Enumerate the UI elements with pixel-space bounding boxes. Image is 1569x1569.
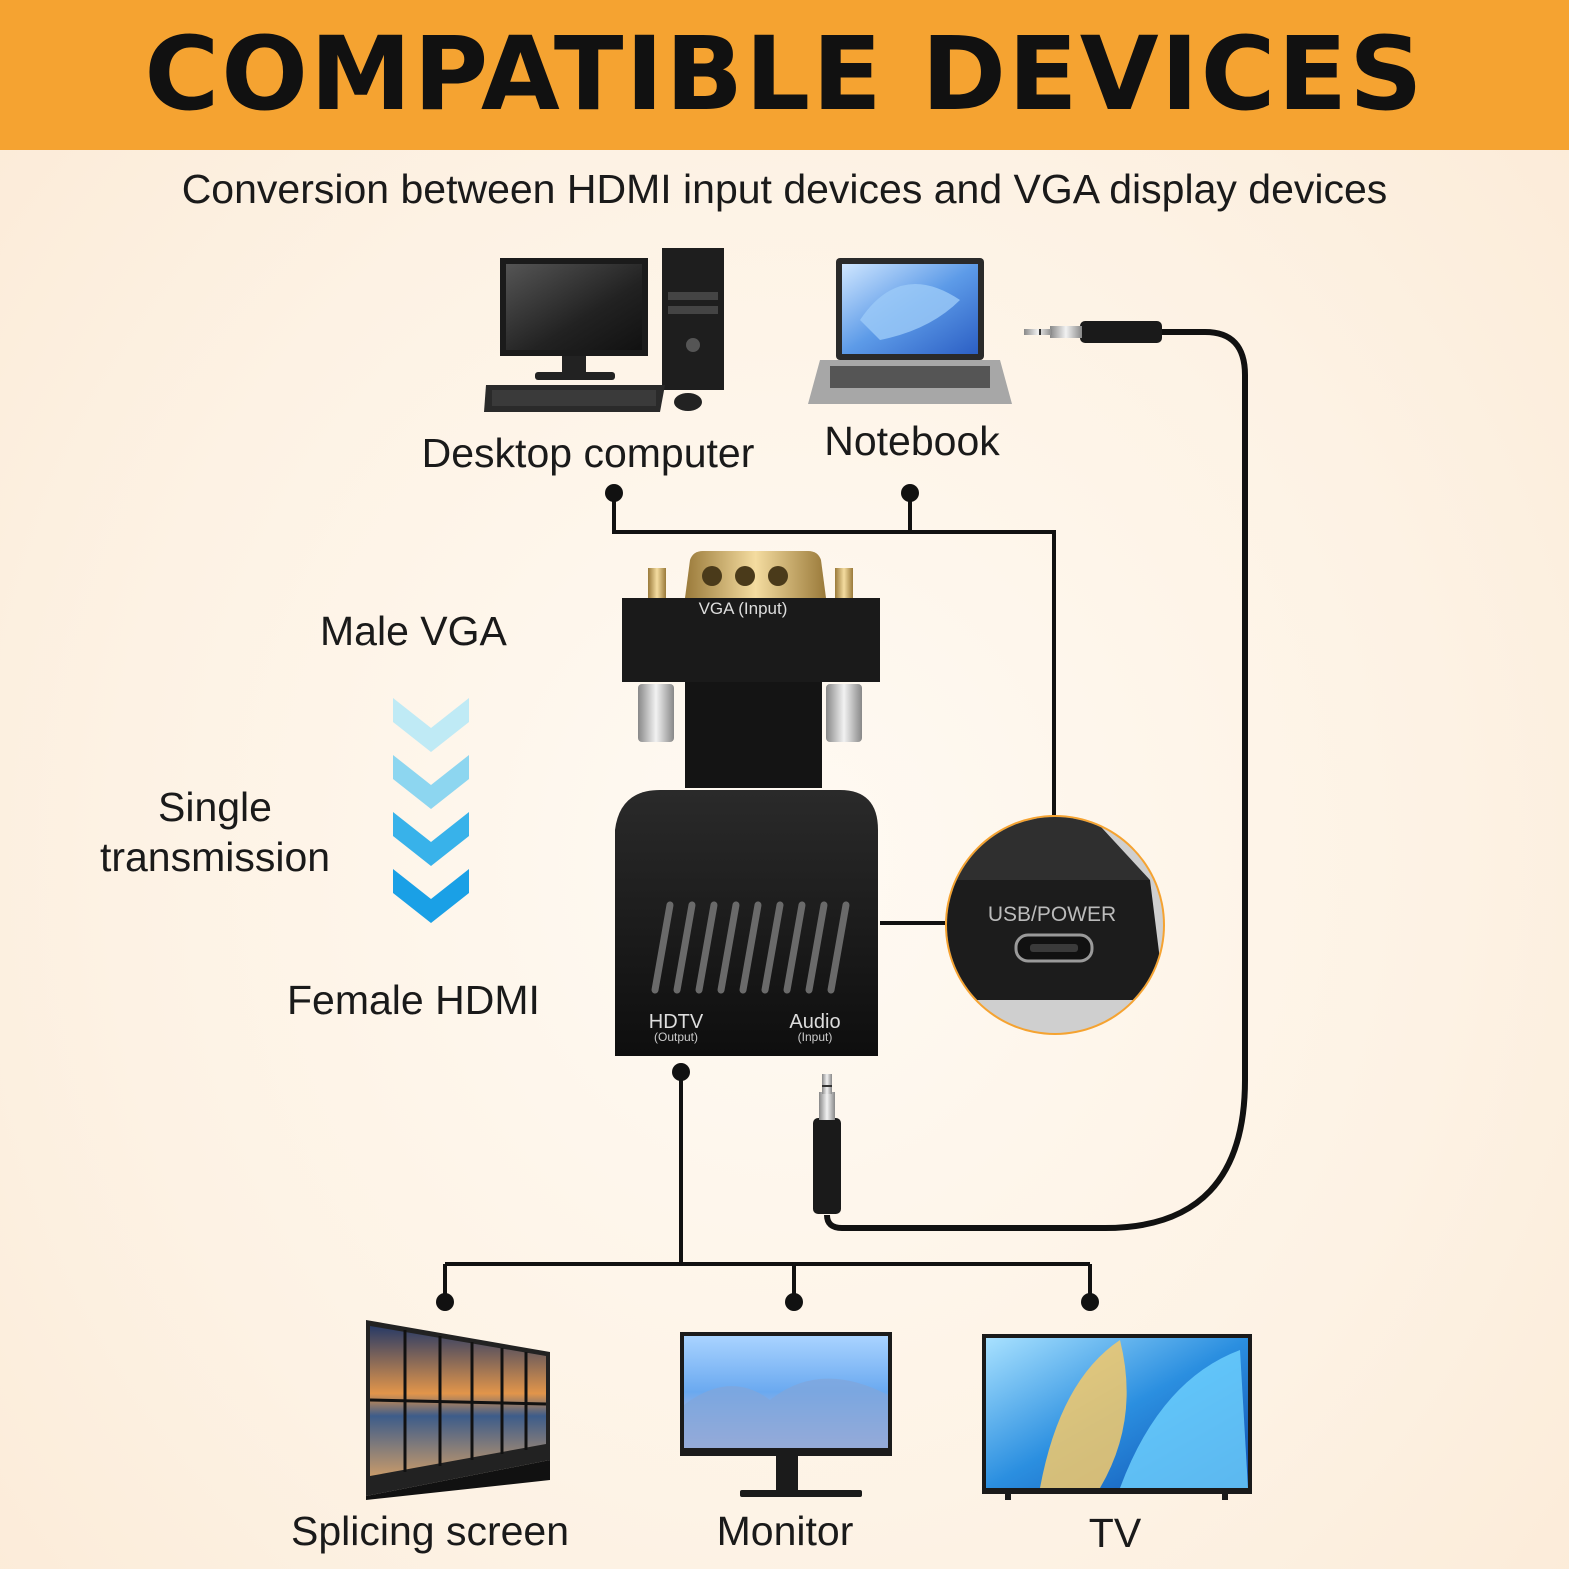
single-transmission-arrows [393,698,469,923]
single-transmission-line2: transmission [99,834,331,880]
female-hdmi-label: Female HDMI [287,977,540,1023]
tv-icon [982,1334,1252,1500]
single-transmission-line1: Single [158,784,272,830]
output-connector-lines [443,1072,1092,1302]
chevron-down-icon [393,812,469,866]
chevron-down-icon [393,755,469,809]
vga-port-label: VGA (Input) [699,599,788,618]
monitor-icon [680,1332,892,1497]
usb-power-callout: USB/POWER [945,815,1165,1035]
notebook-label: Notebook [824,418,1000,464]
tv-label: TV [1088,1510,1142,1556]
splicing-screen-icon [366,1320,550,1500]
chevron-down-icon [393,698,469,752]
monitor-label: Monitor [716,1508,854,1554]
audio-sub-label: (Input) [798,1030,833,1044]
splicing-connector-dot [436,1293,454,1311]
tv-connector-dot [1081,1293,1099,1311]
splicing-screen-label: Splicing screen [290,1508,570,1554]
desktop-connector-dot [605,484,623,502]
male-vga-label: Male VGA [320,608,507,654]
vga-hdmi-adapter: VGA (Input) HDTV (Output) Audio (Input) [615,551,880,1056]
desktop-computer-icon [484,248,724,412]
page-title: COMPATIBLE DEVICES [144,15,1425,134]
notebook-connector-dot [901,484,919,502]
audio-cable [813,321,1248,1231]
hdmi-connector-dot [672,1063,690,1081]
hdtv-label: HDTV [649,1011,704,1033]
header-banner: COMPATIBLE DEVICES [0,0,1569,150]
desktop-computer-label: Desktop computer [421,430,755,476]
audio-label: Audio [789,1011,840,1033]
hdtv-sub-label: (Output) [654,1030,698,1044]
subtitle: Conversion between HDMI input devices an… [181,166,1388,212]
chevron-down-icon [393,869,469,923]
monitor-connector-dot [785,1293,803,1311]
notebook-icon [808,258,1012,404]
usb-power-label: USB/POWER [988,903,1116,926]
